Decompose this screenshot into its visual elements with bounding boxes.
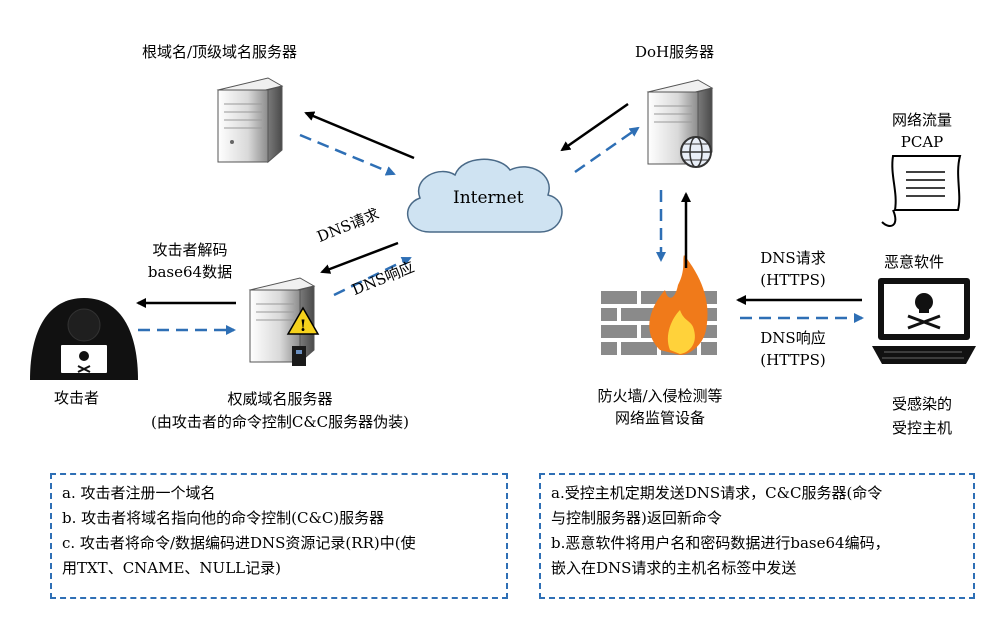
- arrow-internet-to-auth: [320, 241, 399, 274]
- auth-server-label-line2: (由攻击者的命令控制C&C服务器伪装): [150, 413, 409, 431]
- svg-text:!: !: [299, 316, 306, 335]
- note-left-line-1: a. 攻击者注册一个域名: [62, 484, 216, 502]
- note-box-left: a. 攻击者注册一个域名 b. 攻击者将域名指向他的命令控制(C&C)服务器 c…: [50, 473, 508, 599]
- attacker-decode-label-line2: base64数据: [147, 263, 233, 281]
- note-left-line-4: 用TXT、CNAME、NULL记录): [62, 559, 281, 577]
- internet-label: Internet: [453, 188, 524, 208]
- https-response-label-line2: (HTTPS): [760, 351, 826, 369]
- attacker-label: 攻击者: [54, 389, 100, 407]
- note-right-line-4: 嵌入在DNS请求的主机名标签中发送: [551, 559, 797, 577]
- pcap-document-icon: [881, 155, 962, 227]
- authoritative-server-icon: !: [248, 277, 320, 366]
- internet-cloud-icon: [406, 158, 563, 233]
- note-right-line-1: a.受控主机定期发送DNS请求，C&C服务器(命令: [551, 484, 883, 502]
- malware-label: 恶意软件: [884, 253, 945, 271]
- note-box-right: a.受控主机定期发送DNS请求，C&C服务器(命令 与控制服务器)返回新命令 b…: [539, 473, 975, 599]
- infected-host-label-line1: 受感染的: [891, 395, 952, 413]
- attacker-decode-label-line1: 攻击者解码: [152, 241, 228, 259]
- https-request-label-line1: DNS请求: [760, 249, 826, 267]
- https-request-label-line2: (HTTPS): [760, 271, 826, 289]
- traffic-label-line1: 网络流量: [891, 111, 952, 129]
- note-left-line-2: b. 攻击者将域名指向他的命令控制(C&C)服务器: [62, 509, 385, 527]
- attacker-icon: [30, 298, 138, 380]
- root-server-icon: [216, 77, 284, 164]
- note-right-line-2: 与控制服务器)返回新命令: [551, 509, 722, 527]
- auth-server-label-line1: 权威域名服务器: [227, 390, 333, 408]
- traffic-label-line2: PCAP: [900, 133, 944, 151]
- arrow-root-to-internet: [299, 133, 396, 176]
- edge-label-dns-request: DNS请求: [314, 205, 381, 246]
- firewall-icon: [599, 255, 719, 357]
- arrow-auth-to-internet: [333, 256, 412, 297]
- arrow-internet-to-root: [304, 111, 415, 160]
- doh-server-icon: [646, 79, 714, 168]
- infected-host-icon: [872, 278, 976, 364]
- doh-server-label: DoH服务器: [635, 43, 715, 61]
- root-server-label: 根域名/顶级域名服务器: [142, 43, 298, 61]
- firewall-label-line2: 网络监管设备: [614, 409, 705, 427]
- edge-label-dns-response: DNS响应: [349, 258, 416, 299]
- arrow-internet-to-doh: [574, 126, 640, 174]
- https-response-label-line1: DNS响应: [760, 329, 826, 347]
- warning-icon: [286, 306, 320, 335]
- firewall-label-line1: 防火墙/入侵检测等: [597, 387, 723, 405]
- infected-host-label-line2: 受控主机: [891, 419, 952, 437]
- arrow-doh-to-internet: [560, 102, 629, 152]
- note-right-line-3: b.恶意软件将用户名和密码数据进行base64编码，: [551, 534, 890, 552]
- note-left-line-3: c. 攻击者将命令/数据编码进DNS资源记录(RR)中(使: [62, 534, 416, 552]
